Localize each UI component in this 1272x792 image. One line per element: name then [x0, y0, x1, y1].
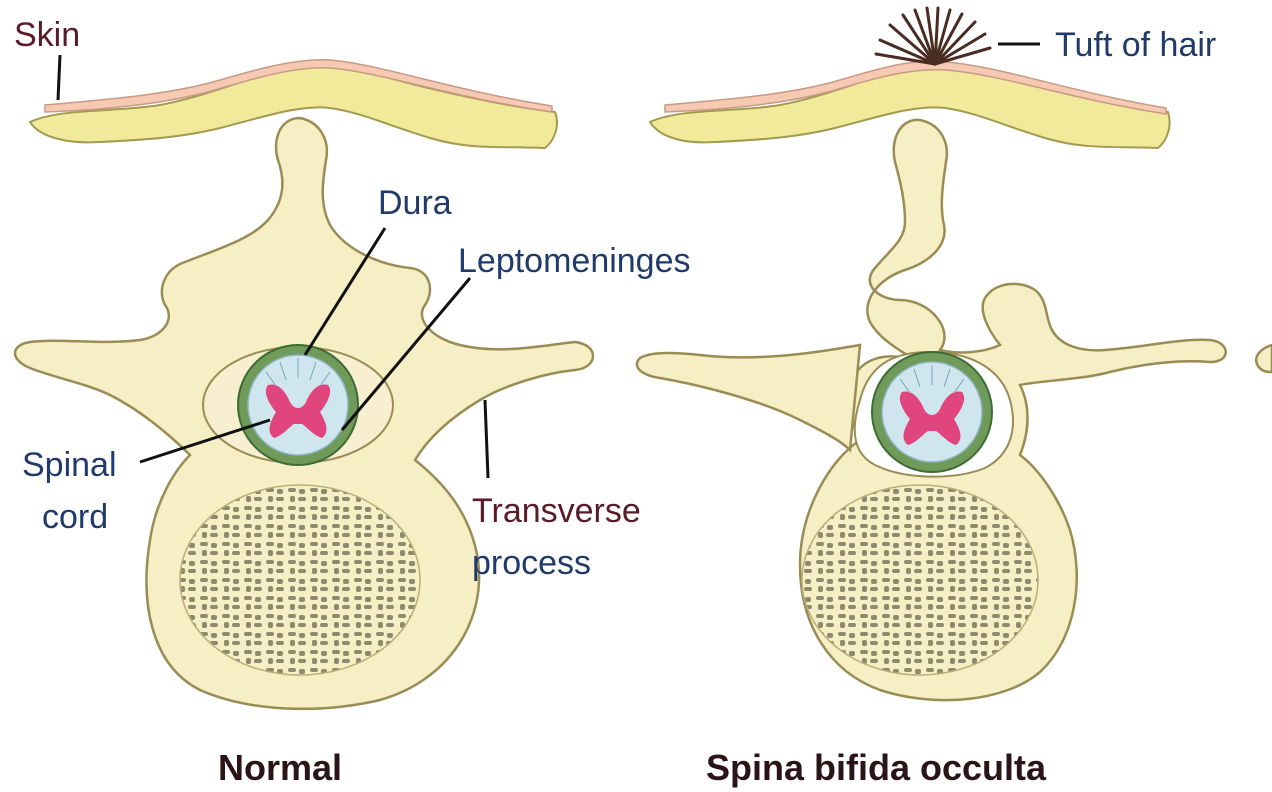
caption-spina-bifida-occulta: Spina bifida occulta — [706, 747, 1047, 788]
caption-normal: Normal — [218, 747, 342, 788]
skin-label: Skin — [14, 16, 80, 54]
spina-bifida-vertebra-group — [637, 8, 1272, 700]
partial-process-edge — [1256, 345, 1272, 372]
spinal-cord-label-line2: cord — [42, 498, 108, 536]
spinal-cord-label-line1: Spinal — [22, 446, 117, 484]
transverse-leader — [485, 400, 488, 478]
transverse-process-label-line2: process — [472, 544, 591, 582]
normal-vertebra-group — [15, 60, 593, 709]
tuft-of-hair — [876, 8, 990, 64]
transverse-process-label-line1: Transverse — [472, 492, 641, 530]
dura-label: Dura — [378, 184, 452, 222]
skin-leader — [58, 55, 60, 100]
vertebral-body-left — [180, 485, 420, 675]
vertebral-body-right — [802, 485, 1038, 675]
leptomeninges-label: Leptomeninges — [458, 242, 691, 280]
transverse-left-wing-right — [637, 345, 860, 450]
tuft-of-hair-label: Tuft of hair — [1055, 26, 1216, 64]
